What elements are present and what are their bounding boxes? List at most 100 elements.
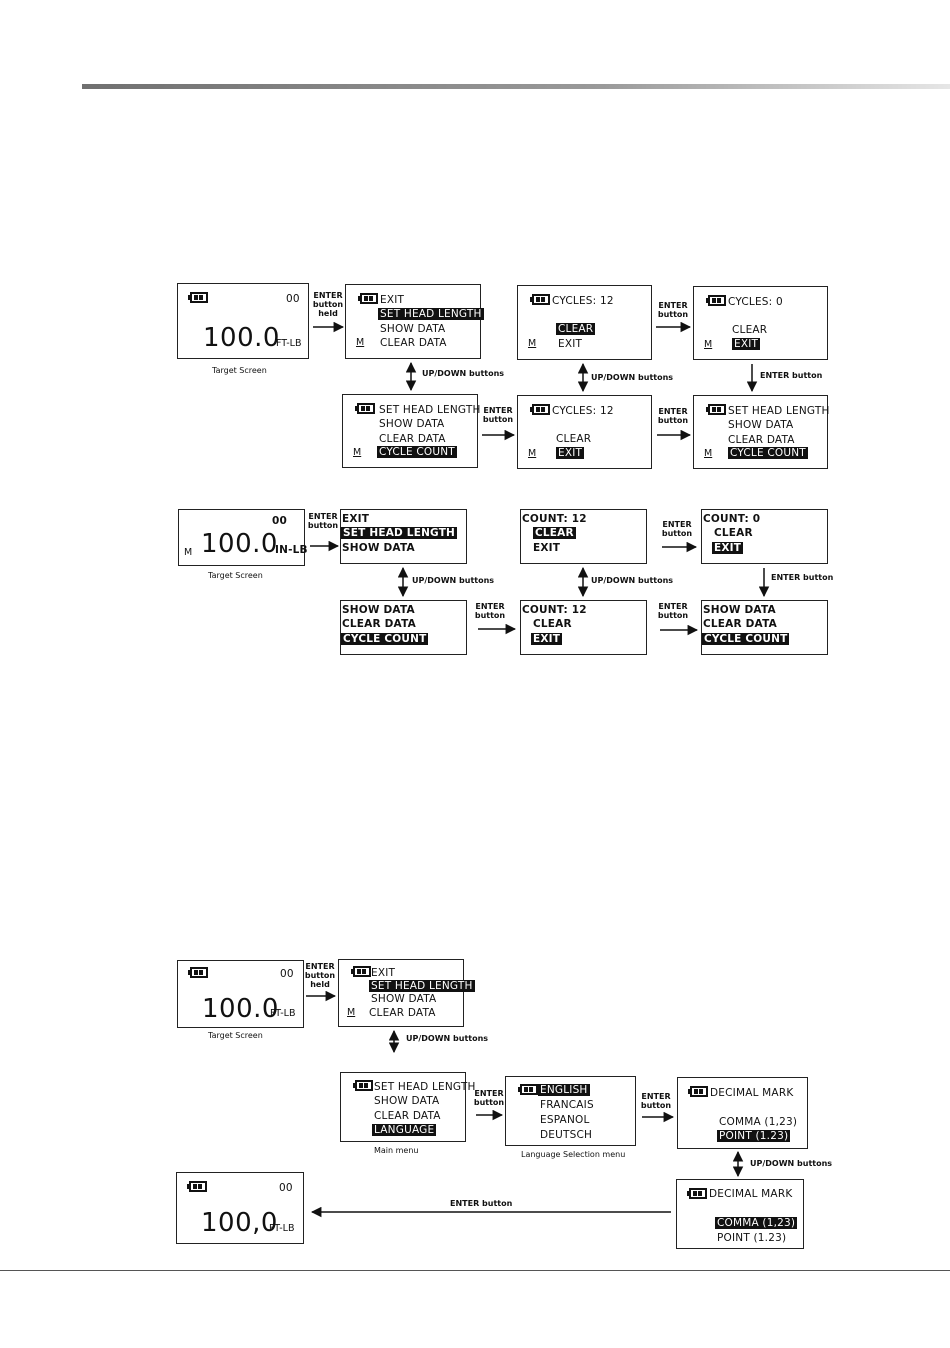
battery-icon [518,1084,538,1095]
torque-reading: 100,0 [201,1208,278,1238]
label-enter: ENTER button [307,512,339,530]
label-enter-held: ENTER button held [304,962,336,989]
battery-icon [688,1086,708,1097]
unit-label: FT-LB [269,1223,295,1234]
decimal-option-comma: COMMA (1,23) [719,1116,798,1128]
menu-item-clear: CLEAR [533,618,572,630]
unit-label: FT-LB [270,1008,296,1019]
battery-icon [706,404,726,415]
battery-icon [355,403,375,414]
menu-item-set-head-length: SET HEAD LENGTH [374,1081,476,1093]
label-up-down: UP/DOWN buttons [591,576,674,585]
d3-main-menu-exit: EXIT SET HEAD LENGTH SHOW DATA M CLEAR D… [338,959,475,1027]
torque-reading: 100.0 [202,994,279,1024]
d3-target-screen-comma: 00 100,0 FT-LB [176,1172,304,1244]
menu-item-clear: CLEAR [533,527,576,539]
unit-label: IN-LB [275,544,308,556]
label-up-down: UP/DOWN buttons [412,576,495,585]
battery-icon [530,294,550,305]
battery-icon [351,966,371,977]
d2-target-screen-caption: Target Screen [208,571,263,580]
menu-item-show-data: SHOW DATA [380,323,446,335]
menu-item-set-head-length: SET HEAD LENGTH [378,308,484,320]
main-menu-caption: Main menu [374,1146,419,1155]
menu-item-set-head-length: SET HEAD LENGTH [369,980,475,992]
header-rule [82,84,950,89]
mode-indicator: M [353,447,362,458]
mode-indicator: M [356,337,365,348]
d1-cycles-12-exit: CYCLES: 12 CLEAR M EXIT [517,395,652,469]
count-readout: COUNT: 12 [522,513,587,525]
d3-decimal-mark-comma: DECIMAL MARK COMMA (1,23) POINT (1.23) [676,1179,804,1249]
menu-item-clear-data: CLEAR DATA [369,1007,436,1019]
menu-item-exit: EXIT [558,338,583,350]
menu-item-clear-data: CLEAR DATA [380,337,447,349]
label-enter-inline: ENTER button [450,1199,513,1208]
cycles-readout: CYCLES: 12 [552,295,614,307]
label-enter: ENTER button [474,602,506,620]
battery-icon [188,292,208,303]
language-selection-caption: Language Selection menu [521,1150,626,1159]
label-up-down: UP/DOWN buttons [406,1034,489,1043]
counter: 00 [272,515,288,527]
d1-target-screen: 00 100.0 FT-LB [177,283,309,359]
menu-item-set-head-length: SET HEAD LENGTH [341,527,458,539]
language-option-english: ENGLISH [538,1084,590,1096]
mode-indicator: M [528,448,537,459]
d1-target-screen-caption: Target Screen [212,366,267,375]
menu-item-exit: EXIT [380,294,405,306]
menu-item-cycle-count: CYCLE COUNT [728,447,808,459]
menu-item-clear: CLEAR [732,324,768,336]
d2-menu-cycle-count: SHOW DATA CLEAR DATA CYCLE COUNT [340,600,467,655]
menu-item-clear-data: CLEAR DATA [379,433,446,445]
menu-item-clear-data: CLEAR DATA [703,618,777,630]
label-enter-inline: ENTER button [771,573,834,582]
menu-item-set-head-length: SET HEAD LENGTH [379,404,481,416]
counter: 00 [286,293,300,305]
label-up-down: UP/DOWN buttons [750,1159,833,1168]
menu-item-show-data: SHOW DATA [342,604,415,616]
d2-count-0-exit: COUNT: 0 CLEAR EXIT [701,509,828,564]
menu-item-clear-data: CLEAR DATA [728,434,795,446]
menu-item-clear: CLEAR [556,433,592,445]
label-enter: ENTER button [640,1092,672,1110]
language-option-espanol: ESPANOL [540,1114,590,1126]
battery-icon [353,1080,373,1091]
battery-icon [706,295,726,306]
footer-rule [0,1270,950,1271]
d2-count-12-clear: COUNT: 12 CLEAR EXIT [520,509,647,564]
decimal-option-comma: COMMA (1,23) [715,1217,798,1229]
d2-menu-exit: EXIT SET HEAD LENGTH SHOW DATA [340,509,467,564]
label-up-down: UP/DOWN buttons [591,373,674,382]
menu-item-cycle-count: CYCLE COUNT [341,633,429,645]
counter: 00 [280,968,294,980]
label-enter: ENTER button [657,407,689,425]
d3-language-selection: ENGLISH FRANCAIS ESPANOL DEUTSCH [505,1076,636,1146]
battery-icon [530,404,550,415]
label-enter: ENTER button [657,602,689,620]
menu-item-exit: EXIT [342,513,370,525]
unit-label: FT-LB [276,338,302,349]
mode-indicator: M [347,1007,356,1018]
cycles-readout: CYCLES: 12 [552,405,614,417]
d1-result-cycle-count: SET HEAD LENGTH SHOW DATA CLEAR DATA M C… [693,395,829,469]
decimal-mark-title: DECIMAL MARK [709,1188,793,1200]
count-readout: COUNT: 12 [522,604,587,616]
d2-target-screen: 00 M 100.0 IN-LB [178,509,308,566]
menu-item-show-data: SHOW DATA [379,418,445,430]
menu-item-exit: EXIT [556,447,585,459]
mode-indicator: M [528,338,537,349]
d2-count-12-exit: COUNT: 12 CLEAR EXIT [520,600,647,655]
menu-item-show-data: SHOW DATA [342,542,415,554]
d3-main-menu-language: SET HEAD LENGTH SHOW DATA CLEAR DATA LAN… [340,1072,475,1142]
label-enter: ENTER button [657,301,689,319]
d3-target-screen: 00 100.0 FT-LB [177,960,304,1028]
battery-icon [187,1181,207,1192]
label-enter: ENTER button [661,520,693,538]
count-readout: COUNT: 0 [703,513,761,525]
decimal-option-point: POINT (1.23) [717,1232,787,1244]
menu-item-show-data: SHOW DATA [728,419,794,431]
menu-item-cycle-count: CYCLE COUNT [702,633,790,645]
battery-icon [687,1188,707,1199]
